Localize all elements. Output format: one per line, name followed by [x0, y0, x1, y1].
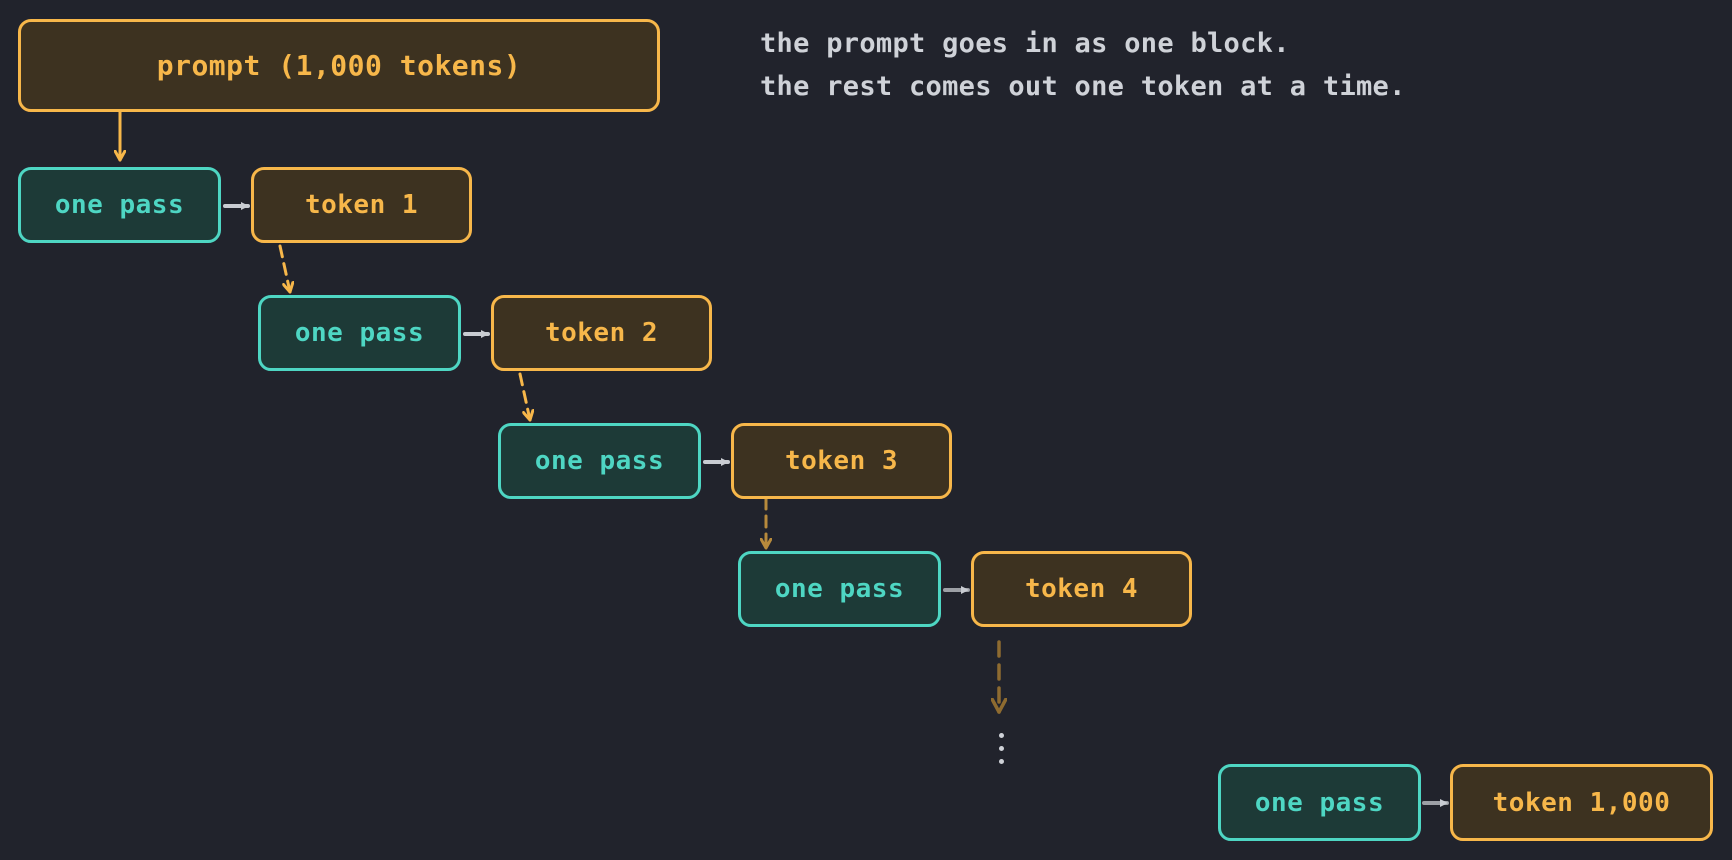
token-box-4: token 4: [971, 551, 1192, 627]
prompt-block: prompt (1,000 tokens): [18, 19, 660, 112]
pass-box-1: one pass: [18, 167, 221, 243]
token-box-3: token 3: [731, 423, 952, 499]
pass-box-2: one pass: [258, 295, 461, 371]
arrow-token-1-to-pass-2: [278, 244, 290, 294]
caption-line-2: the rest comes out one token at a time.: [760, 71, 1406, 102]
ellipsis-dot: [999, 759, 1004, 764]
arrow-token-2-to-pass-3: [518, 372, 530, 422]
token-box-1: token 1: [251, 167, 472, 243]
token-box-2: token 2: [491, 295, 712, 371]
caption-line-1: the prompt goes in as one block.: [760, 28, 1290, 59]
pass-box-4: one pass: [738, 551, 941, 627]
ellipsis-dot: [999, 746, 1004, 751]
token-box-final: token 1,000: [1450, 764, 1713, 841]
pass-box-final: one pass: [1218, 764, 1421, 841]
ellipsis-dot: [999, 733, 1004, 738]
pass-box-3: one pass: [498, 423, 701, 499]
